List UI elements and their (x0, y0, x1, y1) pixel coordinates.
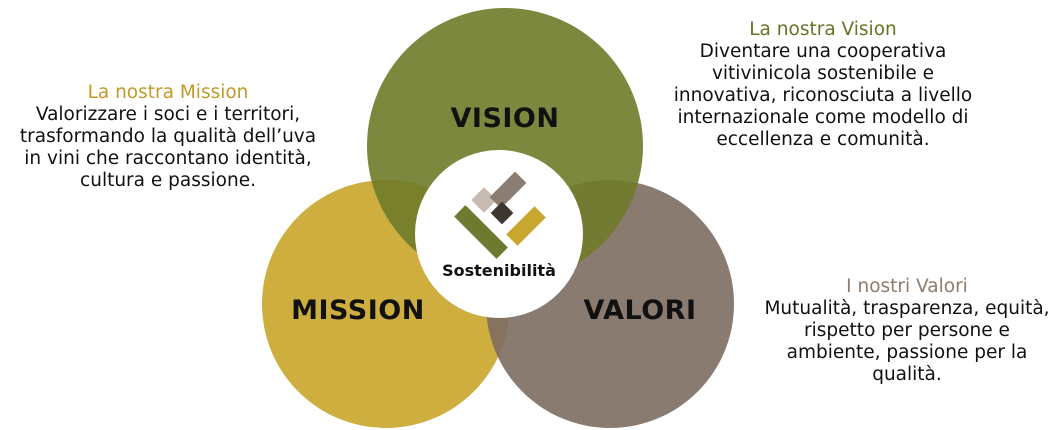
valori-body: Mutualità, trasparenza, equità, rispetto… (764, 298, 1050, 385)
logo-bar-gold (506, 206, 546, 246)
vision-body: Diventare una cooperativa vitivinicola s… (673, 41, 973, 150)
mission-body: Valorizzare i soci e i territori, trasfo… (19, 104, 317, 191)
logo-bar-olive (454, 205, 508, 259)
mission-heading: La nostra Mission (87, 82, 249, 103)
vineyard-logo-icon (454, 171, 546, 259)
valori-label: VALORI (584, 295, 697, 326)
logo-bar-taupe (489, 171, 527, 209)
center-disc (415, 150, 583, 318)
valori-heading: I nostri Valori (846, 276, 968, 297)
mission-label: MISSION (291, 295, 425, 326)
vision-heading: La nostra Vision (749, 19, 897, 40)
logo-square-light (471, 187, 497, 213)
mission-text-block: La nostra Mission Valorizzare i soci e i… (0, 82, 336, 192)
center-label: Sostenibilità (442, 261, 556, 280)
valori-text-block: I nostri Valori Mutualità, trasparenza, … (751, 276, 1063, 386)
vision-label: VISION (451, 103, 560, 134)
vision-text-block: La nostra Vision Diventare una cooperati… (650, 19, 996, 151)
